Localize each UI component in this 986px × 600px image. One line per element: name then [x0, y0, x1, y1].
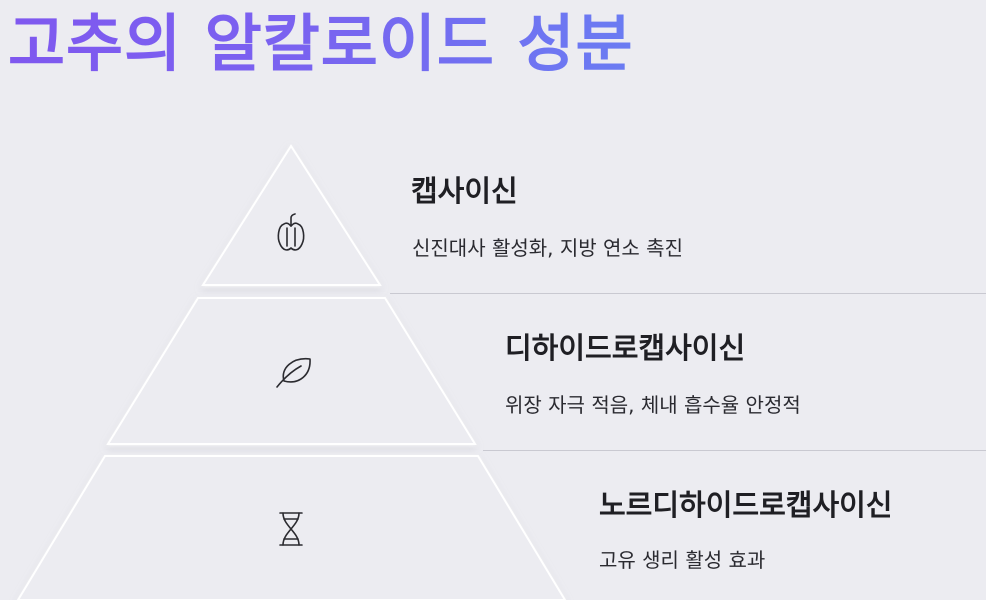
pyramid-tier-3	[16, 455, 567, 600]
pyramid-tier-2	[106, 297, 477, 445]
level-2-title: 디하이드로캡사이신	[505, 331, 746, 365]
level-3-title: 노르디하이드로캡사이신	[599, 488, 893, 522]
page-title: 고추의 알칼로이드 성분	[8, 7, 634, 80]
divider-line-1	[390, 293, 986, 294]
level-2-description: 위장 자극 적음, 체내 흡수율 안정적	[505, 393, 801, 417]
divider-line-2	[483, 450, 986, 451]
level-1-title: 캡사이신	[411, 174, 518, 208]
leaf-icon	[276, 358, 311, 388]
pyramid-tier-1	[201, 144, 382, 286]
dna-icon	[279, 512, 303, 546]
level-1-description: 신진대사 활성화, 지방 연소 촉진	[412, 236, 683, 260]
bell-pepper-icon	[277, 213, 305, 251]
level-3-description: 고유 생리 활성 효과	[599, 548, 766, 572]
